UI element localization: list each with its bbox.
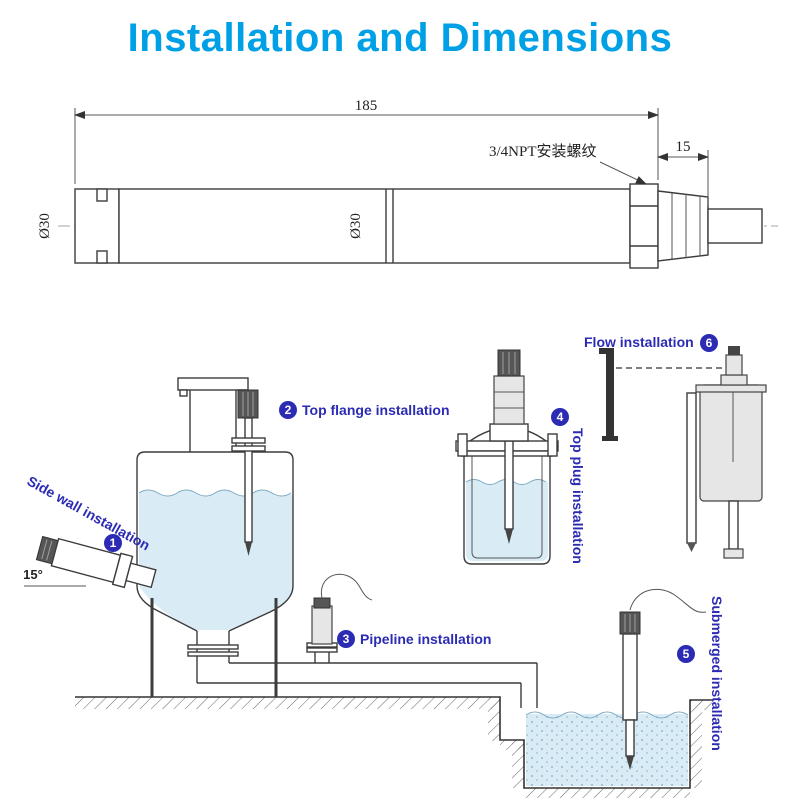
probe-tip bbox=[626, 756, 634, 770]
flow-cell-body bbox=[699, 384, 763, 502]
badge-1 bbox=[104, 534, 122, 552]
beaker-outline bbox=[463, 456, 551, 565]
inlet-tube bbox=[686, 392, 697, 544]
probe-rod bbox=[625, 719, 635, 757]
tank-liquid bbox=[139, 490, 293, 630]
label-top-flange: Top flange installation bbox=[302, 402, 450, 418]
probe-cap bbox=[313, 597, 331, 609]
probe-flange-disk bbox=[231, 437, 266, 444]
probe-side-wall: 15° bbox=[23, 535, 157, 589]
dimension-length-value: 185 bbox=[355, 98, 378, 114]
diameter-front-label: Ø30 bbox=[37, 213, 53, 239]
label-top-plug: Top plug installation bbox=[570, 428, 586, 564]
annotations: Side wall installation 1 2 Top flange in… bbox=[25, 334, 725, 751]
probe-nose bbox=[125, 562, 157, 589]
tank-top-flange bbox=[177, 377, 249, 391]
probe-nut bbox=[720, 374, 748, 386]
outlet-flange bbox=[187, 644, 239, 650]
badge-5 bbox=[677, 645, 695, 663]
dimension-thread-value: 15 bbox=[676, 139, 691, 155]
flow-cell-top-plate bbox=[695, 384, 767, 393]
probe-pipeline bbox=[306, 573, 373, 663]
tank-assembly bbox=[136, 377, 538, 708]
thread-callout-label: 3/4NPT安装螺纹 bbox=[489, 143, 597, 160]
label-flow: Flow installation bbox=[584, 334, 694, 350]
flow-cell-assembly bbox=[599, 346, 767, 559]
label-submerged: Submerged installation bbox=[709, 596, 725, 751]
probe-hex-nut bbox=[629, 183, 659, 269]
lid-clamp-right bbox=[547, 433, 558, 457]
lid-clamp-left bbox=[457, 433, 468, 457]
label-pipeline: Pipeline installation bbox=[360, 631, 491, 647]
badge-6 bbox=[700, 334, 718, 352]
badge-2 bbox=[279, 401, 297, 419]
svg-text:6: 6 bbox=[706, 336, 713, 350]
ground-and-pit bbox=[75, 696, 712, 798]
svg-text:1: 1 bbox=[110, 536, 117, 550]
outlet-tube bbox=[728, 500, 739, 550]
badge-4 bbox=[551, 408, 569, 426]
probe-body bbox=[493, 375, 525, 425]
badge-3 bbox=[337, 630, 355, 648]
probe-body bbox=[725, 354, 743, 376]
angle-label: 15° bbox=[23, 567, 43, 582]
probe-pole bbox=[622, 633, 638, 721]
probe-tip bbox=[245, 542, 252, 556]
page-title: Installation and Dimensions bbox=[127, 16, 673, 60]
probe-tip bbox=[505, 529, 513, 544]
svg-text:2: 2 bbox=[285, 403, 292, 417]
probe-submerged bbox=[619, 588, 707, 770]
dimension-drawing: 185 15 3/4NPT安装螺纹 Ø30 Ø30 bbox=[37, 98, 778, 269]
svg-text:5: 5 bbox=[683, 647, 690, 661]
probe-body bbox=[311, 605, 333, 645]
pit-water-surface bbox=[525, 711, 689, 719]
probe-rod bbox=[504, 440, 514, 530]
probe-cable-end bbox=[707, 208, 763, 244]
probe-cable bbox=[320, 573, 373, 601]
svg-text:4: 4 bbox=[557, 410, 564, 424]
probe-cable bbox=[629, 588, 707, 613]
diameter-body-label: Ø30 bbox=[348, 213, 364, 239]
outlet-valve bbox=[723, 548, 744, 559]
vessel-top-plug bbox=[455, 349, 559, 565]
probe-cap bbox=[728, 346, 740, 355]
sample-tubing-dashed bbox=[616, 367, 734, 384]
svg-text:3: 3 bbox=[343, 632, 350, 646]
probe-top-flange bbox=[231, 389, 266, 556]
probe-rod bbox=[244, 417, 253, 543]
plug-collar bbox=[489, 423, 529, 442]
tank-outline-right bbox=[145, 451, 294, 632]
thread-callout-leader bbox=[599, 161, 647, 185]
probe-main-body bbox=[118, 188, 631, 264]
ground-line bbox=[75, 696, 712, 789]
probe-npt-thread bbox=[657, 190, 709, 262]
sample-tap bbox=[606, 352, 614, 436]
